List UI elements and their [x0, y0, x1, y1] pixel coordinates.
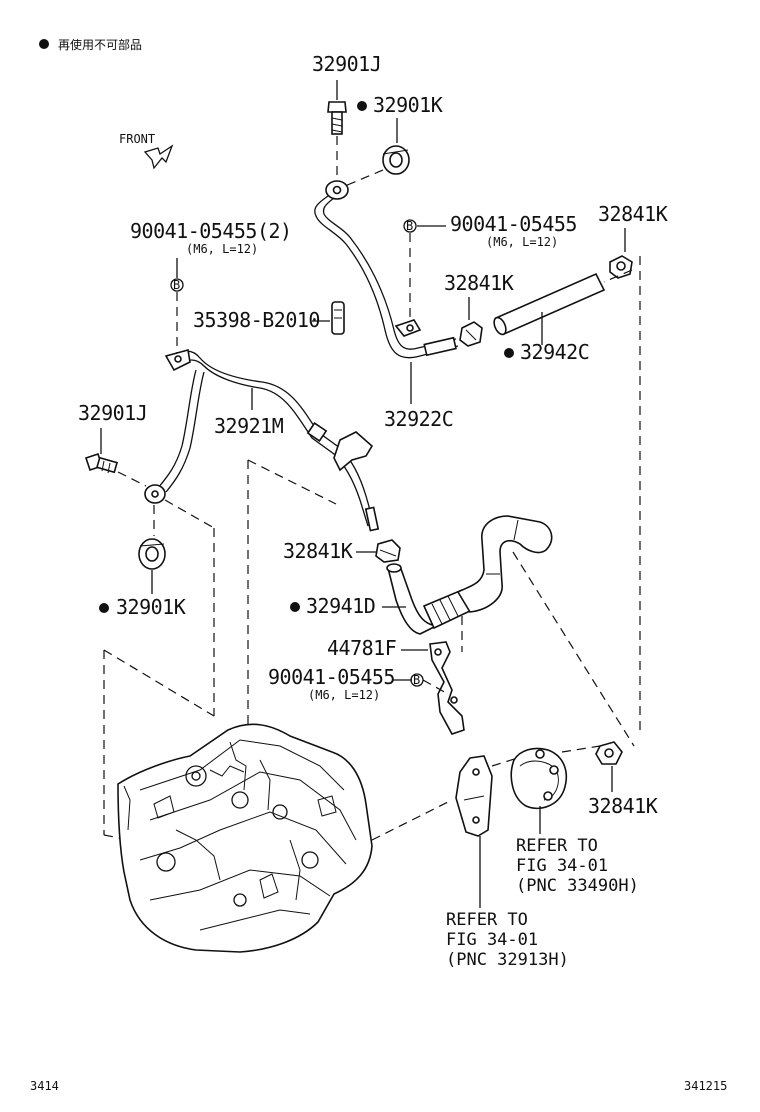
tube-32922C [314, 180, 459, 359]
part-90041-05455-bottom-spec: (M6, L=12) [308, 688, 380, 702]
tube-32921M [157, 348, 380, 532]
non-reusable-dot-icon [357, 101, 367, 111]
gasket-32901K-left [138, 538, 166, 570]
part-90041-05455-left[interactable]: 90041-05455(2) [130, 219, 292, 243]
legend-text: 再使用不可部品 [58, 37, 142, 52]
part-32941D[interactable]: 32941D [306, 594, 376, 618]
part-32922C[interactable]: 32922C [384, 407, 454, 431]
bracket-44781F [429, 641, 465, 735]
refer-2-line2[interactable]: FIG 34-01 [446, 930, 538, 950]
part-32901K-top[interactable]: 32901K [373, 93, 443, 117]
part-32841K-top-right[interactable]: 32841K [598, 202, 668, 226]
part-32901J-top[interactable]: 32901J [312, 52, 382, 76]
part-32942C[interactable]: 32942C [520, 340, 590, 364]
footer-page-number: 3414 [30, 1079, 59, 1093]
non-reusable-dot-icon [99, 603, 109, 613]
part-32841K-mid[interactable]: 32841K [444, 271, 514, 295]
part-90041-05455-bottom[interactable]: 90041-05455 [268, 665, 395, 689]
banjo-left [144, 484, 166, 504]
part-90041-05455-right-spec: (M6, L=12) [486, 235, 558, 249]
part-44781F[interactable]: 44781F [327, 636, 397, 660]
non-reusable-dot-icon [39, 39, 49, 49]
bolt-marker-icon: B [413, 673, 420, 687]
part-32901K-left[interactable]: 32901K [116, 595, 186, 619]
part-90041-05455-left-spec: (M6, L=12) [186, 242, 258, 256]
non-reusable-dot-icon [290, 602, 300, 612]
clip-32841K-bottom-right [595, 741, 623, 765]
bolt-32901J-left [84, 452, 119, 474]
transmission-assembly [117, 723, 373, 953]
footer-figure-code: 341215 [684, 1079, 727, 1093]
refer-2-line3[interactable]: (PNC 32913H) [446, 950, 569, 970]
front-label: FRONT [119, 132, 155, 146]
hose-32942C [493, 272, 606, 336]
part-32901J-left[interactable]: 32901J [78, 401, 148, 425]
hose-32941D [386, 515, 553, 635]
part-32921M[interactable]: 32921M [214, 414, 284, 438]
bolt-marker-icon: B [406, 219, 413, 233]
refer-1-line1: REFER TO [516, 836, 598, 856]
clip-32841K-mid [459, 321, 483, 347]
part-35398-B2010[interactable]: 35398-B2010 [193, 308, 320, 332]
refer-1-line2[interactable]: FIG 34-01 [516, 856, 608, 876]
refer-2-line1: REFER TO [446, 910, 528, 930]
clip-32841K-top-right [609, 255, 633, 279]
mount-bracket [455, 755, 493, 837]
bolt-marker-icon: B [173, 278, 180, 292]
oil-cooler [510, 747, 568, 810]
clip-32841K-lower [375, 539, 401, 563]
non-reusable-dot-icon [504, 348, 514, 358]
part-32841K-bottom-right[interactable]: 32841K [588, 794, 658, 818]
part-32841K-lower[interactable]: 32841K [283, 539, 353, 563]
gasket-32901K-top [382, 145, 410, 175]
part-90041-05455-right[interactable]: 90041-05455 [450, 212, 577, 236]
plug-35398-B2010 [331, 301, 345, 335]
refer-1-line3[interactable]: (PNC 33490H) [516, 876, 639, 896]
front-arrow-icon [143, 144, 174, 170]
bolt-32901J-top [327, 101, 347, 135]
